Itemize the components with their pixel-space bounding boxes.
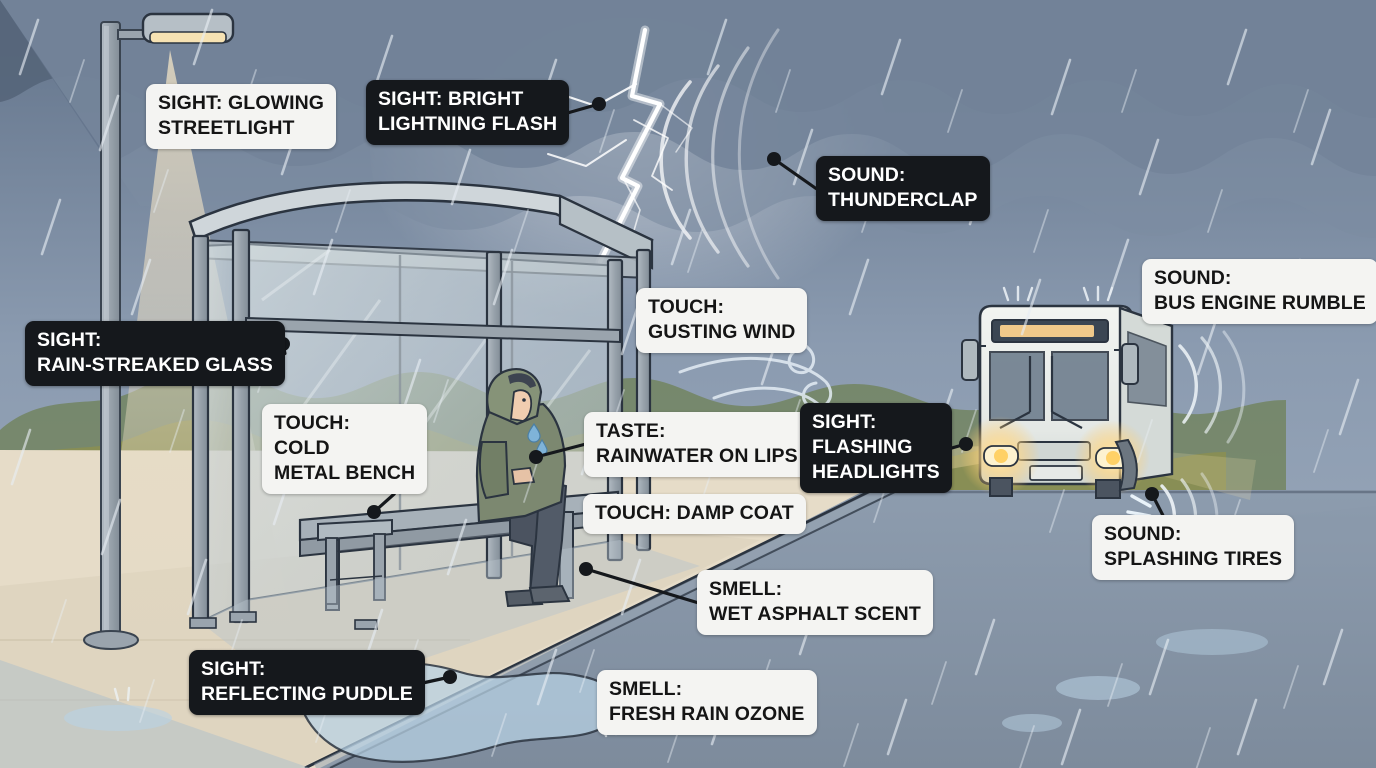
thunder-sound-waves: [659, 28, 780, 280]
annotation-line: THUNDERCLAP: [828, 189, 978, 211]
annotation-line: RAIN-STREAKED GLASS: [37, 354, 273, 376]
bus-engine-sound-waves: [1178, 330, 1246, 444]
annotation-line: SPLASHING TIRES: [1104, 548, 1283, 570]
bus-wheel-arch: [1114, 438, 1138, 492]
annotation-line: SIGHT:: [37, 329, 102, 351]
person-eye: [522, 398, 526, 402]
annotation-wet-asphalt-scent[interactable]: SMELL: WET ASPHALT SCENT: [697, 570, 933, 635]
puddle-small-2: [1002, 714, 1062, 732]
annotation-line: HEADLIGHTS: [812, 461, 940, 483]
annotation-rain-streaked-glass[interactable]: SIGHT: RAIN-STREAKED GLASS: [25, 321, 285, 386]
annotation-glowing-streetlight[interactable]: SIGHT: GLOWING STREETLIGHT: [146, 84, 337, 149]
annotation-line: FRESH RAIN OZONE: [609, 703, 805, 725]
annotation-flashing-headlights[interactable]: SIGHT: FLASHING HEADLIGHTS: [800, 403, 952, 493]
annotation-fresh-rain-ozone[interactable]: SMELL: FRESH RAIN OZONE: [597, 670, 817, 735]
annotation-rainwater-on-lips[interactable]: TASTE: RAINWATER ON LIPS: [584, 412, 810, 477]
annotation-bus-engine-rumble[interactable]: SOUND: BUS ENGINE RUMBLE: [1142, 259, 1376, 324]
shelter-roof-side: [558, 194, 654, 270]
annotation-line: METAL BENCH: [274, 462, 416, 484]
bus-mirror-left: [961, 339, 979, 381]
annotation-bright-lightning-flash[interactable]: SIGHT: BRIGHT LIGHTNING FLASH: [366, 80, 570, 145]
bus-windshield: [989, 351, 1045, 421]
city-bus: [800, 304, 1256, 500]
annotation-line: STREETLIGHT: [158, 117, 295, 139]
person-shoe-front: [528, 584, 571, 605]
bus-wheel-right: [1095, 479, 1121, 499]
annotation-line: SIGHT: GLOWING: [158, 92, 325, 114]
puddle-small-3: [1156, 629, 1268, 655]
annotation-line: SOUND:: [1154, 267, 1232, 289]
annotation-line: BUS ENGINE RUMBLE: [1154, 292, 1366, 314]
water-drop-1: [527, 422, 541, 443]
bus-destination-display: [1000, 325, 1094, 337]
annotation-line: SIGHT:: [201, 658, 266, 680]
seated-person: [475, 368, 571, 608]
streetlight-lens: [149, 31, 227, 44]
annotation-line: SIGHT:: [812, 411, 877, 433]
annotation-line: GUSTING WIND: [648, 321, 796, 343]
annotation-line: RAINWATER ON LIPS: [596, 445, 798, 467]
streetlight-base: [83, 630, 139, 650]
annotation-splashing-tires[interactable]: SOUND: SPLASHING TIRES: [1092, 515, 1295, 580]
annotation-gusting-wind[interactable]: TOUCH: GUSTING WIND: [636, 288, 808, 353]
bus-wheel-left: [989, 477, 1013, 497]
annotation-line: SMELL:: [609, 678, 683, 700]
annotation-line: SOUND:: [828, 164, 906, 186]
annotation-cold-metal-bench[interactable]: TOUCH: COLD METAL BENCH: [262, 404, 428, 494]
person-hair: [508, 373, 536, 388]
annotation-line: TOUCH:: [648, 296, 725, 318]
annotation-line: TASTE:: [596, 420, 666, 442]
annotation-line: WET ASPHALT SCENT: [709, 603, 921, 625]
annotation-line: TOUCH: DAMP COAT: [595, 502, 794, 524]
annotation-reflecting-puddle[interactable]: SIGHT: REFLECTING PUDDLE: [189, 650, 425, 715]
shelter-ledge: [317, 518, 393, 605]
annotation-line: SOUND:: [1104, 523, 1182, 545]
puddle-small-1: [1056, 676, 1140, 700]
annotation-line: SIGHT: BRIGHT: [378, 88, 524, 110]
annotation-line: LIGHTNING FLASH: [378, 113, 558, 135]
annotation-line: TOUCH:: [274, 412, 351, 434]
person-hand: [510, 467, 536, 485]
person-arm: [478, 441, 510, 500]
person-face: [510, 389, 533, 422]
annotation-line: SMELL:: [709, 578, 783, 600]
puddle-lamp-reflection: [64, 705, 172, 731]
annotation-line: FLASHING: [812, 436, 913, 458]
annotation-line: COLD: [274, 437, 330, 459]
annotation-thunderclap[interactable]: SOUND: THUNDERCLAP: [816, 156, 990, 221]
bus-windshield-right: [1051, 351, 1109, 421]
annotation-line: REFLECTING PUDDLE: [201, 683, 413, 705]
bus-mirror-right: [1121, 343, 1139, 385]
annotation-damp-coat[interactable]: TOUCH: DAMP COAT: [583, 494, 806, 534]
storm-clouds: [0, 0, 1376, 238]
